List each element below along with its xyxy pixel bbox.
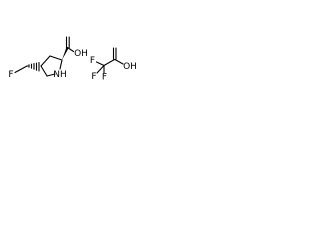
atom-fluorine-left: F [8,70,13,80]
bond-c-oh-left [66,46,75,53]
bond-tfa-c-oh [114,58,124,65]
fluoromethyl-pyrrolidine-carboxylic-acid: F NH OH [8,36,88,80]
bond-c5-c4 [40,65,48,77]
bond-tfa-c-cf3 [103,58,116,67]
trifluoroacetic-acid: OH F F F [90,47,137,83]
bond-c2-n [59,59,63,70]
bond-f-ch2 [14,65,28,74]
bond-c3-c2 [49,55,63,61]
atom-fluorine-bottom: F [102,73,107,83]
bond-cf3-f-top [95,61,105,67]
stereo-hash-bond-c4 [28,62,40,72]
chemical-structure: F NH OH [8,36,137,83]
atom-fluorine-mid: F [91,72,96,82]
bond-cf3-f-mid [96,64,105,74]
atom-hydroxyl-left: OH [74,49,88,59]
bond-c4-c3 [40,55,51,67]
atom-nitrogen-ring: NH [53,70,67,80]
atom-hydroxyl-right: OH [123,62,137,72]
atom-fluorine-top: F [90,56,95,66]
stereo-wedge-bond-c2 [62,47,69,60]
bond-n-c5 [46,73,56,77]
